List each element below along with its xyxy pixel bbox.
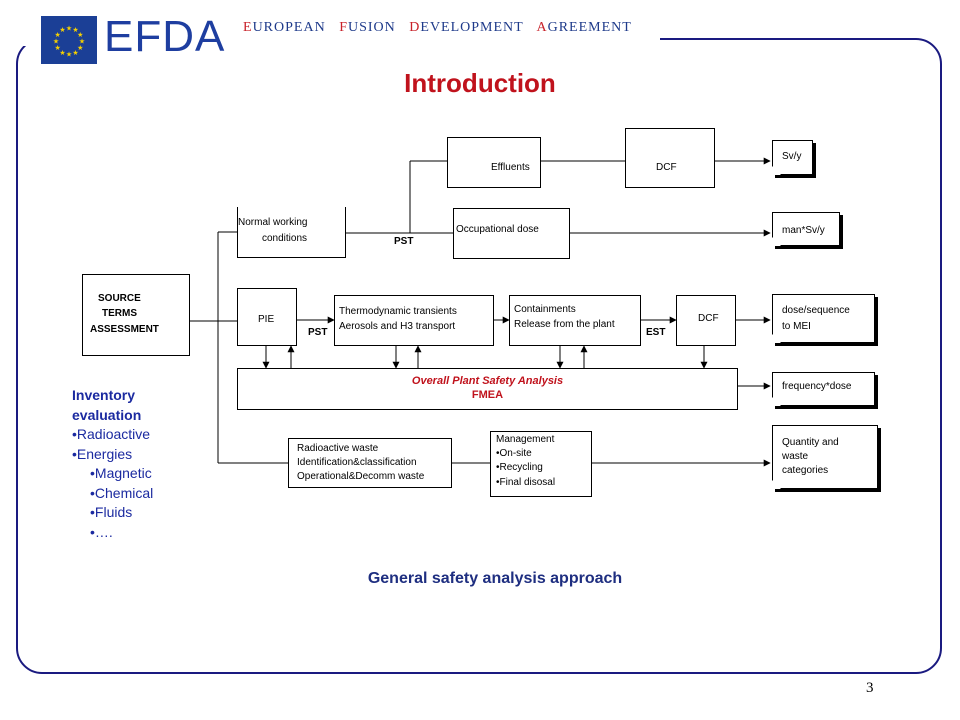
diagram-caption: General safety analysis approach	[367, 570, 623, 587]
svg-text:★: ★	[72, 26, 78, 34]
agreement-word: USION	[347, 20, 396, 35]
fmea-label: FMEA	[471, 389, 504, 401]
inventory-subitem: •….	[90, 523, 113, 540]
agreement-initial: A	[536, 20, 548, 35]
management-label: Management	[496, 434, 555, 445]
efda-logo: EFDA	[104, 12, 226, 61]
dcf-mid-box: DCF	[676, 295, 736, 346]
agreement-word: EVELOPMENT	[420, 20, 524, 35]
inventory-subitem: •Chemical	[90, 484, 154, 501]
overall-label: Overall Plant Safety Analysis	[411, 375, 564, 387]
dcf-label: DCF	[656, 162, 677, 173]
normal-working-label: Normal working	[238, 217, 308, 228]
inventory-item: •Energies	[72, 445, 133, 462]
output-dose-document: dose/sequence to MEI	[772, 294, 875, 343]
eu-flag-icon: ★★★ ★★★ ★★★ ★★★	[41, 16, 97, 64]
overall-plant-box: Overall Plant Safety Analysis FMEA	[237, 368, 738, 410]
agreement-word: UROPEAN	[252, 20, 326, 35]
management-box: Management •On-site •Recycling •Final di…	[490, 431, 592, 497]
inventory-subitem: •Fluids	[90, 504, 133, 520]
output-label: Quantity and	[782, 437, 839, 448]
source-label: ASSESSMENT	[90, 324, 159, 335]
agreement-initial: F	[339, 20, 348, 35]
output-label: waste	[782, 451, 809, 462]
management-label: •Recycling	[496, 462, 543, 473]
output-label: frequency*dose	[782, 381, 852, 392]
radwaste-label: Operational&Decomm waste	[297, 471, 425, 482]
inventory-heading: evaluation	[72, 406, 142, 423]
dcf-label: DCF	[698, 313, 719, 324]
svg-text:★: ★	[79, 38, 85, 46]
radwaste-label: Radioactive waste	[297, 443, 379, 454]
svg-text:★: ★	[55, 31, 61, 39]
dcf-top-box: DCF	[625, 128, 715, 188]
normal-working-label: conditions	[262, 233, 308, 244]
inventory-item: •Radioactive	[72, 426, 151, 442]
eu-stars-icon: ★★★ ★★★ ★★★ ★★★	[53, 25, 85, 59]
pie-box: PIE	[237, 288, 297, 346]
svg-text:★: ★	[77, 31, 83, 39]
source-label: TERMS	[102, 308, 137, 319]
agreement-title: EUROPEAN FUSION DEVELOPMENT AGREEMENT	[243, 20, 632, 36]
thermo-box: Thermodynamic transients Aerosols and H3…	[334, 295, 494, 346]
management-label: •On-site	[496, 448, 532, 459]
source-terms-box: SOURCE TERMS ASSESSMENT	[82, 274, 190, 356]
containments-label: Release from the plant	[514, 319, 615, 330]
page-title: Introduction	[404, 68, 556, 98]
agreement-initial: E	[243, 20, 253, 35]
effluents-label: Effluents	[491, 162, 530, 173]
inventory-list: Inventory evaluation •Radioactive •Energ…	[72, 386, 153, 542]
radwaste-box: Radioactive waste Identification&classif…	[288, 438, 452, 488]
thermo-label: Thermodynamic transients	[339, 306, 457, 317]
svg-text:★: ★	[59, 26, 65, 34]
agreement-word: GREEMENT	[547, 20, 632, 35]
output-label: man*Sv/y	[782, 225, 825, 236]
est-label: EST	[646, 327, 666, 338]
output-label: to MEI	[782, 321, 811, 332]
output-frequency-document: frequency*dose	[772, 372, 875, 406]
agreement-initial: D	[409, 20, 421, 35]
thermo-label: Aerosols and H3 transport	[339, 321, 456, 332]
output-label: dose/sequence	[782, 305, 850, 316]
output-svy-document: Sv/y	[772, 140, 813, 175]
svg-text:★: ★	[66, 51, 72, 59]
page-number: 3	[866, 680, 874, 696]
svg-text:★: ★	[77, 44, 83, 52]
containments-box: Containments Release from the plant	[509, 295, 641, 346]
svg-text:★: ★	[53, 38, 59, 46]
source-label: SOURCE	[98, 293, 141, 304]
svg-text:★: ★	[55, 44, 61, 52]
svg-text:★: ★	[59, 49, 65, 57]
normal-working-box: Normal working conditions	[237, 207, 346, 258]
effluents-box: Effluents	[447, 137, 541, 188]
containments-label: Containments	[514, 304, 576, 315]
occupational-dose-box: Occupational dose	[453, 208, 570, 259]
svg-text:★: ★	[66, 25, 72, 33]
inventory-subitem: •Magnetic	[90, 465, 152, 481]
output-label: categories	[782, 465, 829, 476]
pie-label: PIE	[258, 314, 275, 325]
management-label: •Final disosal	[496, 477, 556, 488]
output-quantity-document: Quantity and waste categories	[772, 425, 878, 489]
radwaste-label: Identification&classification	[297, 457, 417, 468]
svg-text:★: ★	[72, 49, 78, 57]
pst-upper-label: PST	[394, 236, 414, 247]
pst-lower-label: PST	[308, 327, 328, 338]
inventory-heading: Inventory	[72, 387, 136, 403]
output-mansvy-document: man*Sv/y	[772, 212, 840, 246]
header-background	[0, 0, 660, 46]
occupational-dose-label: Occupational dose	[456, 224, 539, 235]
output-label: Sv/y	[782, 151, 802, 162]
